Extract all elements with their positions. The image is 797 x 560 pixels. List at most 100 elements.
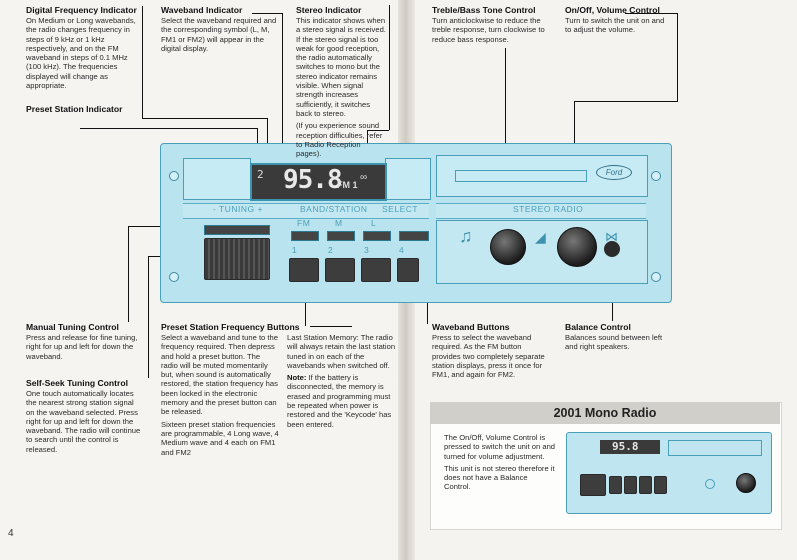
- note-text: If the battery is disconnected, the memo…: [287, 373, 392, 429]
- volume-wedge-icon: ◢: [535, 229, 546, 245]
- waveband-indicator-title: Waveband Indicator: [161, 5, 243, 15]
- stereo-indicator-title: Stereo Indicator: [296, 5, 362, 15]
- mini-preset-button-3[interactable]: [639, 476, 652, 494]
- cassette-door: [455, 170, 587, 182]
- mini-seek-button[interactable]: [580, 474, 606, 496]
- screw-icon: [651, 171, 661, 181]
- leader-line: [80, 128, 257, 129]
- display-bezel-left: [183, 158, 251, 200]
- label-strip-right: [436, 203, 646, 219]
- balance-icon: ⋈: [605, 229, 618, 244]
- balance-knob[interactable]: [604, 241, 620, 257]
- band-label-fm: FM: [297, 218, 311, 228]
- waveband-buttons-text: Press to select the waveband required. A…: [432, 333, 545, 380]
- mini-display-frequency: 95.8: [612, 440, 639, 453]
- preset-buttons-text1: Select a waveband and tune to the freque…: [161, 333, 278, 417]
- screw-icon: [169, 272, 179, 282]
- leader-line: [677, 13, 678, 101]
- band-station-label: BAND/STATION: [300, 204, 368, 214]
- display-stereo-icon: ∞: [360, 172, 368, 183]
- manual-tuning-title: Manual Tuning Control: [26, 322, 119, 332]
- waveband-button-fm[interactable]: [291, 231, 319, 241]
- stereo-radio-label: STEREO RADIO: [513, 204, 584, 214]
- on-off-volume-title: On/Off, Volume Control: [565, 5, 660, 15]
- preset-label-2: 2: [328, 245, 334, 255]
- self-seek-title: Self-Seek Tuning Control: [26, 378, 129, 388]
- treble-bass-title: Treble/Bass Tone Control: [432, 5, 536, 15]
- waveband-button-l[interactable]: [363, 231, 391, 241]
- digital-frequency-text: On Medium or Long wavebands, the radio c…: [26, 16, 136, 91]
- mono-radio-text2: This unit is not stereo therefore it doe…: [444, 463, 555, 492]
- leader-line: [310, 326, 352, 327]
- note-label: Note:: [287, 373, 307, 383]
- leader-line: [148, 256, 149, 378]
- display-bezel-right: [385, 158, 431, 200]
- leader-line: [574, 101, 678, 102]
- mini-balance-dot: [705, 479, 715, 489]
- brand-logo: Ford: [596, 165, 632, 180]
- leader-line: [282, 13, 283, 145]
- preset-buttons-title: Preset Station Frequency Buttons: [161, 322, 300, 332]
- screw-icon: [169, 171, 179, 181]
- preset-buttons-col2: Last Station Memory: The radio will alwa…: [287, 333, 397, 432]
- manual-tuning-annotation: Manual Tuning Control Press and release …: [26, 322, 142, 364]
- self-seek-rocker[interactable]: [204, 238, 270, 280]
- preset-buttons-text2: Sixteen preset station frequencies are p…: [161, 419, 279, 457]
- manual-tuning-text: Press and release for fine tuning, right…: [26, 333, 138, 361]
- waveband-indicator-annotation: Waveband Indicator Select the waveband r…: [161, 5, 279, 56]
- preset-button-4[interactable]: [397, 258, 419, 282]
- mini-preset-button-4[interactable]: [654, 476, 667, 494]
- digital-display: [250, 163, 387, 201]
- mini-volume-knob[interactable]: [736, 473, 756, 493]
- mini-display: [600, 440, 660, 454]
- screw-icon: [651, 272, 661, 282]
- preset-button-2[interactable]: [325, 258, 355, 282]
- leader-line: [142, 6, 143, 118]
- digital-frequency-annotation: Digital Frequency Indicator On Medium or…: [26, 5, 144, 93]
- stereo-indicator-annotation: Stereo Indicator This indicator shows wh…: [296, 5, 388, 161]
- waveband-indicator-text: Select the waveband required and the cor…: [161, 16, 277, 53]
- leader-line: [128, 226, 129, 322]
- mini-cassette-slot: [668, 440, 762, 456]
- select-label: SELECT: [382, 204, 419, 214]
- balance-title: Balance Control: [565, 322, 631, 332]
- leader-line: [142, 118, 267, 119]
- treble-bass-text: Turn anticlockwise to reduce the treble …: [432, 16, 545, 44]
- preset-buttons-col1: Select a waveband and tune to the freque…: [161, 333, 279, 460]
- tuning-label: - TUNING +: [213, 204, 263, 214]
- display-frequency: 95.8: [283, 165, 343, 195]
- waveband-button-m[interactable]: [327, 231, 355, 241]
- label-strip: [183, 203, 429, 219]
- balance-annotation: Balance Control Balances sound between l…: [565, 322, 675, 355]
- preset-label-4: 4: [399, 245, 405, 255]
- treble-bass-knob[interactable]: [490, 229, 526, 265]
- waveband-buttons-title: Waveband Buttons: [432, 322, 510, 332]
- waveband-button-extra[interactable]: [399, 231, 429, 241]
- display-preset-number: 2: [257, 168, 264, 181]
- band-label-l: L: [371, 218, 377, 228]
- mono-radio-text1: The On/Off, Volume Control is pressed to…: [444, 433, 556, 461]
- mono-radio-title: 2001 Mono Radio: [430, 402, 780, 424]
- page-number: 4: [8, 528, 14, 539]
- music-note-icon: ♫: [459, 226, 473, 246]
- on-off-volume-text: Turn to switch the unit on and to adjust…: [565, 16, 665, 35]
- control-panel: [436, 220, 648, 284]
- last-station-memory-text: Last Station Memory: The radio will alwa…: [287, 333, 396, 370]
- mini-preset-button-1[interactable]: [609, 476, 622, 494]
- balance-text: Balances sound between left and right sp…: [565, 333, 663, 352]
- mono-radio-annotation: The On/Off, Volume Control is pressed to…: [444, 433, 556, 495]
- leader-line: [367, 130, 389, 131]
- volume-knob[interactable]: [557, 227, 597, 267]
- preset-button-1[interactable]: [289, 258, 319, 282]
- digital-frequency-title: Digital Frequency Indicator: [26, 5, 137, 15]
- preset-station-title: Preset Station Indicator: [26, 104, 123, 114]
- preset-station-annotation: Preset Station Indicator: [26, 104, 144, 115]
- preset-label-3: 3: [364, 245, 370, 255]
- mini-preset-button-2[interactable]: [624, 476, 637, 494]
- leader-line: [252, 13, 282, 14]
- preset-button-3[interactable]: [361, 258, 391, 282]
- preset-buttons-annotation: Preset Station Frequency Buttons: [161, 322, 401, 333]
- leader-line: [625, 13, 677, 14]
- manual-tuning-rocker[interactable]: [204, 225, 270, 235]
- on-off-volume-annotation: On/Off, Volume Control Turn to switch th…: [565, 5, 669, 38]
